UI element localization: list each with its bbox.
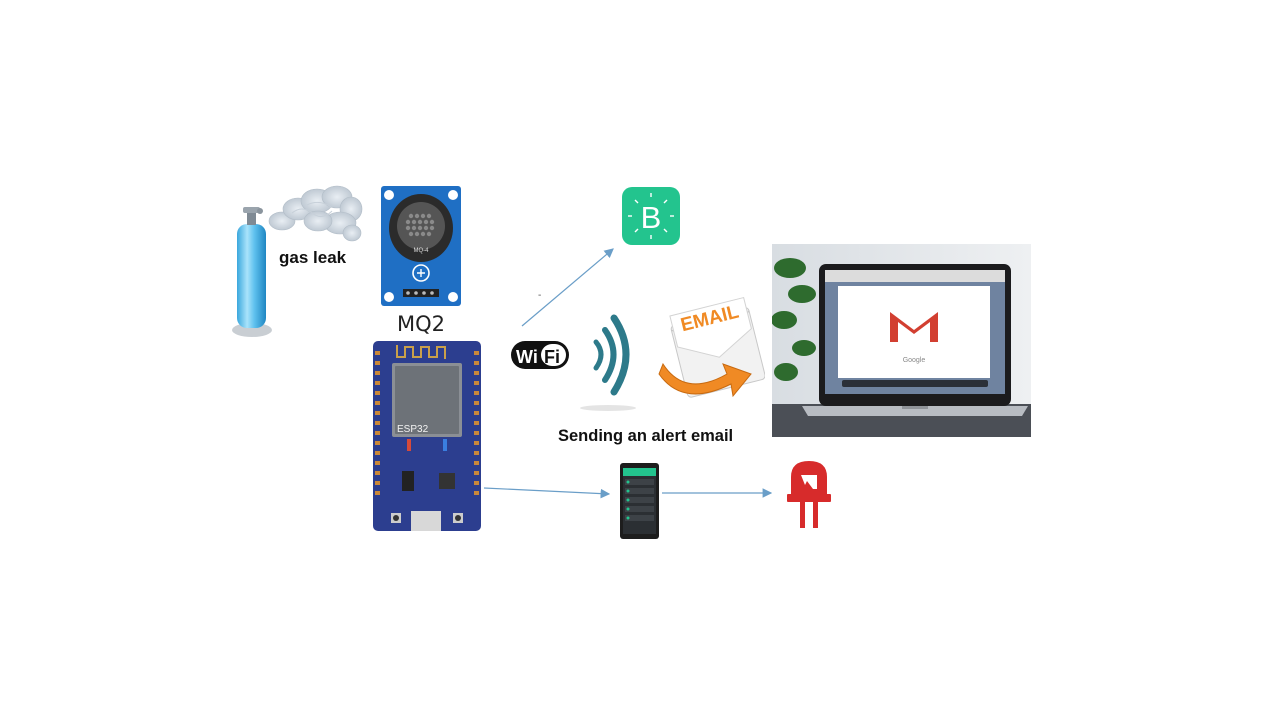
alert-label: Sending an alert email bbox=[558, 427, 734, 445]
smartphone-app-icon bbox=[620, 463, 659, 539]
gas-cylinder-icon bbox=[232, 207, 272, 337]
email-envelope-icon: EMAIL bbox=[658, 296, 765, 398]
led-icon bbox=[787, 461, 831, 528]
esp32-board-icon: ESP32 bbox=[373, 341, 481, 531]
sensor-label: MQ2 bbox=[397, 312, 446, 336]
sensor-chip-label: MQ-4 bbox=[414, 248, 430, 254]
arrow-to-blynk bbox=[521, 248, 614, 327]
laptop-gmail-icon: Google bbox=[772, 244, 1031, 437]
wifi-left-text: Wi bbox=[516, 347, 538, 367]
gmail-caption: Google bbox=[903, 357, 926, 364]
wifi-icon: Wi Fi bbox=[511, 341, 569, 369]
gas-leak-label: gas leak bbox=[279, 248, 347, 267]
wifi-right-text: Fi bbox=[544, 347, 560, 367]
blynk-icon: B bbox=[622, 187, 680, 245]
mq2-sensor-icon: MQ-4 bbox=[381, 186, 461, 306]
arrow-to-phone bbox=[483, 487, 611, 499]
gas-cloud-icon bbox=[268, 185, 363, 242]
board-chip-label: ESP32 bbox=[397, 424, 429, 435]
tiny-mark: - bbox=[538, 290, 542, 301]
signal-waves-icon bbox=[580, 314, 636, 411]
blynk-letter: B bbox=[641, 200, 662, 235]
